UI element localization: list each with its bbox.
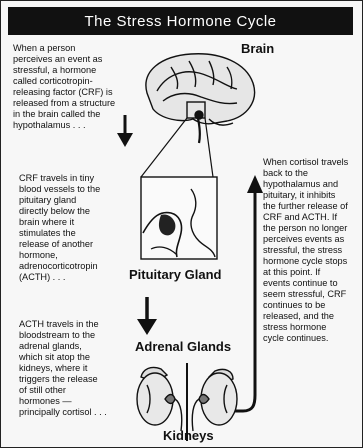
acth-paragraph: ACTH travels in the bloodstream to the a… [19, 319, 131, 418]
brain-illustration [146, 54, 255, 143]
arrow-down-2 [137, 297, 157, 335]
adrenal-glands-label: Adrenal Glands [135, 339, 231, 354]
pituitary-gland-label: Pituitary Gland [129, 267, 221, 282]
pituitary-closeup [141, 177, 217, 259]
brain-label: Brain [241, 41, 274, 56]
crf-paragraph: CRF travels in tiny blood vessels to the… [19, 173, 131, 283]
intro-paragraph: When a person perceives an event as stre… [13, 43, 131, 131]
cortisol-paragraph: When cortisol travels back to the hypoth… [263, 157, 361, 344]
kidneys-label: Kidneys [163, 428, 214, 443]
